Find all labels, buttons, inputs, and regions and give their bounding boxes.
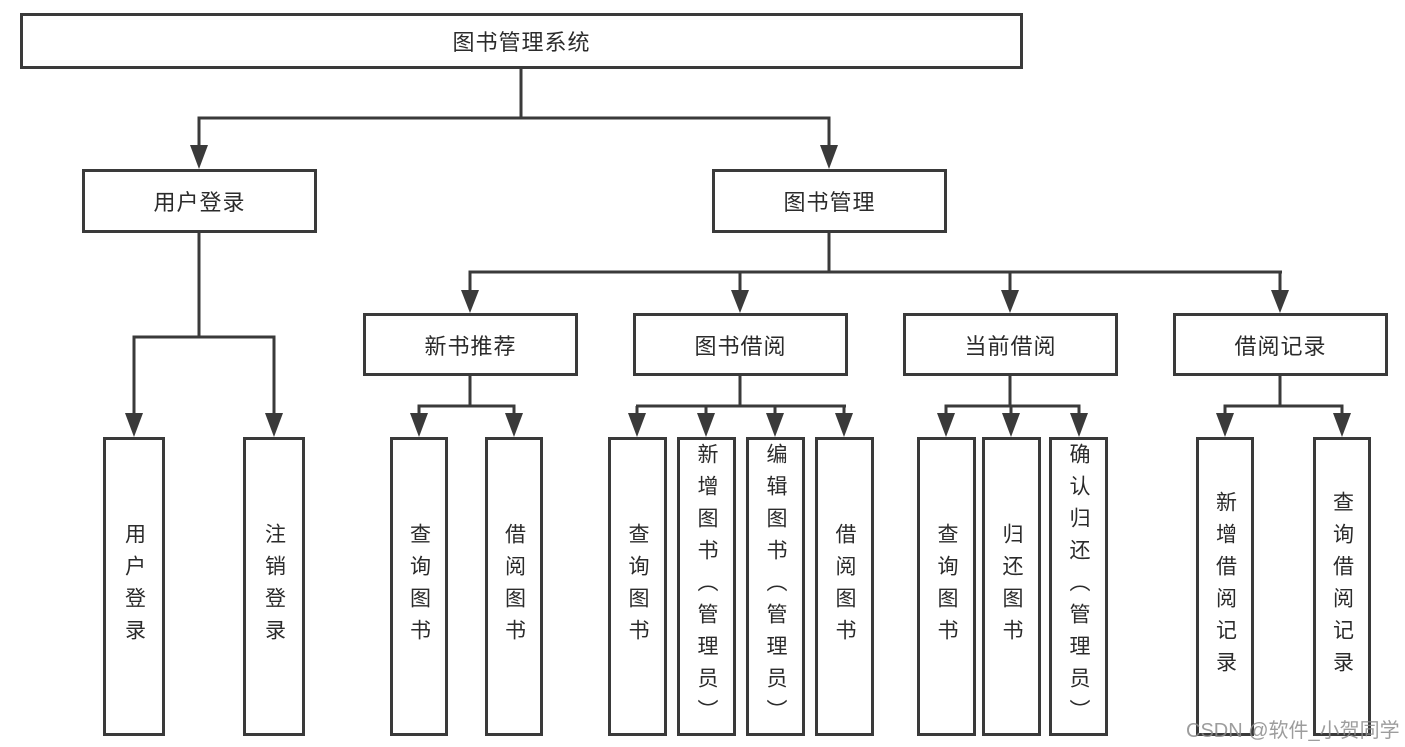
leaf-add-book-admin: 新增图书（管理员） bbox=[677, 437, 736, 736]
node-book-borrowing-label: 图书借阅 bbox=[694, 333, 787, 359]
leaf-query-books-recommend: 查询图书 bbox=[390, 437, 448, 736]
node-current-borrowing: 当前借阅 bbox=[903, 313, 1118, 376]
node-new-book-recommend: 新书推荐 bbox=[363, 313, 578, 376]
leaf-user-login: 用户登录 bbox=[103, 437, 165, 736]
leaf-confirm-return-admin: 确认归还（管理员） bbox=[1049, 437, 1108, 736]
leaf-query-books-current: 查询图书 bbox=[917, 437, 976, 736]
node-borrowing-records: 借阅记录 bbox=[1173, 313, 1388, 376]
node-current-borrowing-label: 当前借阅 bbox=[964, 333, 1057, 359]
leaf-borrow-books-borrowing: 借阅图书 bbox=[815, 437, 874, 736]
leaf-borrow-books-recommend: 借阅图书 bbox=[485, 437, 543, 736]
node-book-management-label: 图书管理 bbox=[783, 190, 876, 215]
node-borrowing-records-label: 借阅记录 bbox=[1234, 333, 1327, 359]
node-new-book-recommend-label: 新书推荐 bbox=[424, 333, 517, 359]
node-book-management: 图书管理 bbox=[712, 169, 947, 233]
leaf-query-borrow-record: 查询借阅记录 bbox=[1313, 437, 1371, 736]
node-user-login: 用户登录 bbox=[82, 169, 317, 233]
node-library-system: 图书管理系统 bbox=[20, 13, 1023, 69]
leaf-add-borrow-record: 新增借阅记录 bbox=[1196, 437, 1254, 736]
node-book-borrowing: 图书借阅 bbox=[633, 313, 848, 376]
node-library-system-label: 图书管理系统 bbox=[452, 30, 591, 55]
node-user-login-label: 用户登录 bbox=[153, 190, 246, 215]
csdn-watermark: CSDN @软件_小贺同学 bbox=[1186, 720, 1400, 742]
leaf-return-book: 归还图书 bbox=[982, 437, 1041, 736]
leaf-logout: 注销登录 bbox=[243, 437, 305, 736]
leaf-query-books-borrowing: 查询图书 bbox=[608, 437, 667, 736]
leaf-edit-book-admin: 编辑图书（管理员） bbox=[746, 437, 805, 736]
